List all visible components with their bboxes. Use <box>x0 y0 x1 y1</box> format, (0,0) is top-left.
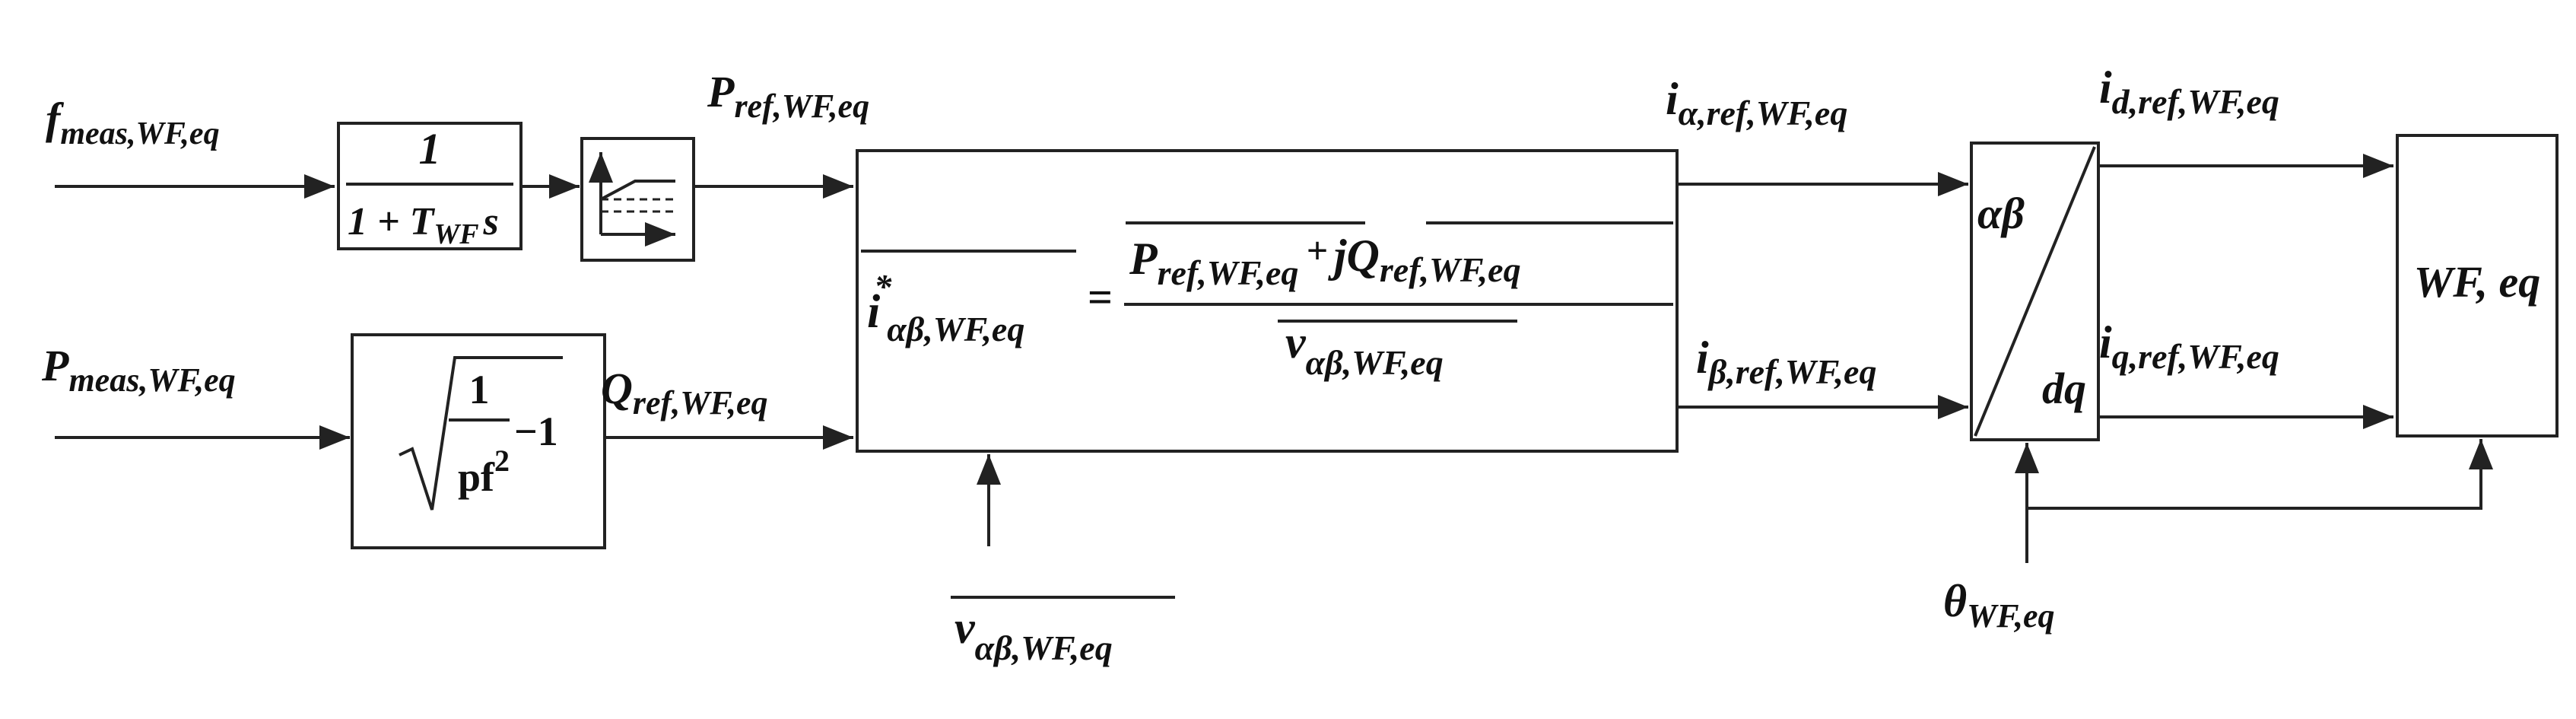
current-calc-block <box>856 149 1679 453</box>
wf-eq-block <box>2396 134 2559 437</box>
sqrt-expression: 1 pf2 −1 <box>399 356 563 511</box>
current-equation: i*αβ,WF,eq = Pref,WF,eq+jQref,WF,eq vαβ,… <box>861 221 1673 382</box>
transform-diagonal <box>1974 146 2096 437</box>
input-f-meas: fmeas,WF,eq <box>46 94 220 151</box>
equation-denominator: vαβ,WF,eq <box>1285 317 1444 382</box>
signal-i-d: id,ref,WF,eq <box>2099 62 2279 121</box>
rate-limiter-block <box>580 137 695 262</box>
filter-numerator: 1 <box>419 124 441 173</box>
equation-numerator: Pref,WF,eq+jQref,WF,eq <box>1129 229 1521 292</box>
equation-equals: = <box>1088 272 1113 322</box>
sqrt-denominator: pf2 <box>458 444 510 500</box>
signal-p-ref: Pref,WF,eq <box>707 67 869 125</box>
transform-alpha-beta: αβ <box>1977 189 2025 238</box>
equation-lhs: i*αβ,WF,eq <box>867 267 1024 348</box>
input-theta: θWF,eq <box>1943 576 2054 635</box>
input-v-ab: vαβ,WF,eq <box>954 603 1113 667</box>
signal-q-ref: Qref,WF,eq <box>601 364 768 422</box>
signal-i-alpha: iα,ref,WF,eq <box>1666 74 1847 132</box>
wf-eq-label: WF, eq <box>2414 257 2541 307</box>
sqrt-minus-one: −1 <box>514 409 558 454</box>
sqrt-numerator: 1 <box>469 367 490 412</box>
sqrt-block <box>351 333 606 549</box>
signal-i-q: iq,ref,WF,eq <box>2099 317 2279 376</box>
theta-to-wf-line <box>2027 439 2493 510</box>
rate-limiter-icon <box>589 152 675 247</box>
transform-dq: dq <box>2042 364 2086 413</box>
input-p-meas: Pmeas,WF,eq <box>41 341 236 399</box>
signal-i-beta: iβ,ref,WF,eq <box>1696 332 1876 391</box>
